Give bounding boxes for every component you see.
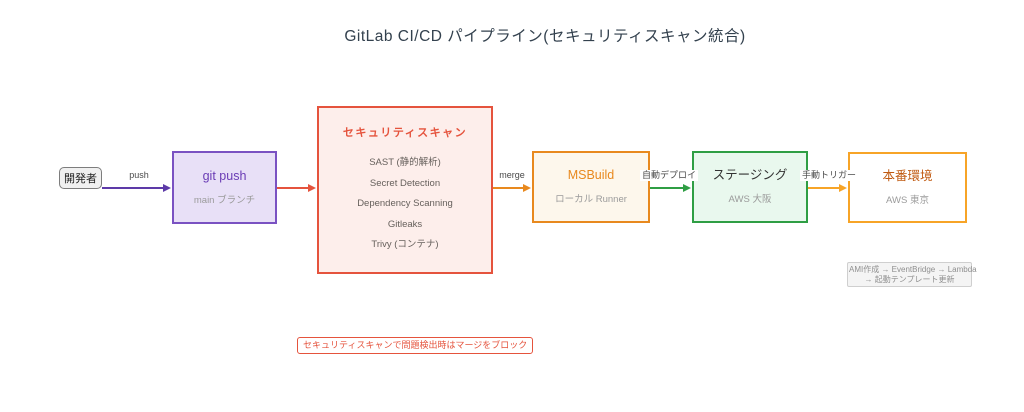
arrow-manual-trigger: [808, 184, 847, 192]
node-msbuild: MSBuild ローカル Runner: [532, 151, 650, 223]
arrow-auto-deploy: [650, 184, 691, 192]
edge-label-push: push: [127, 170, 151, 181]
security-scan-item: Gitleaks: [387, 218, 423, 230]
node-git-push: git push main ブランチ: [172, 151, 277, 224]
security-scan-items: SAST (静的解析) Secret Detection Dependency …: [357, 153, 453, 256]
note-merge-block: セキュリティスキャンで問題検出時はマージをブロック: [297, 337, 534, 354]
production-label: 本番環境: [882, 168, 933, 183]
diagram-title: GitLab CI/CD パイプライン(セキュリティスキャン統合): [344, 28, 746, 45]
edge-label-merge: merge: [497, 170, 527, 181]
node-developer: 開発者: [59, 167, 102, 189]
node-production: 本番環境 AWS 東京: [848, 152, 967, 223]
arrow-to-security-scan: [277, 184, 316, 192]
git-push-label: git push: [202, 168, 247, 183]
note-ami-line: AMI作成 → EventBridge → Lambda: [849, 265, 977, 274]
note-ami-flow: AMI作成 → EventBridge → Lambda → 起動テンプレート更…: [847, 262, 977, 287]
git-push-sublabel: main ブランチ: [193, 194, 256, 206]
security-scan-title: セキュリティスキャン: [342, 127, 468, 139]
developer-label: 開発者: [64, 173, 97, 185]
arrow-push: [102, 184, 171, 192]
msbuild-label: MSBuild: [567, 168, 615, 182]
arrow-merge: [493, 184, 531, 192]
edge-label-auto-deploy: 自動デプロイ: [639, 170, 699, 181]
note-ami-line: → 起動テンプレート更新: [864, 274, 955, 284]
staging-label: ステージング: [712, 168, 788, 182]
edge-label-manual-trigger: 手動トリガー: [799, 170, 859, 181]
security-scan-item: SAST (静的解析): [369, 157, 441, 168]
staging-sublabel: AWS 大阪: [728, 194, 772, 205]
production-sublabel: AWS 東京: [886, 194, 929, 206]
node-staging: ステージング AWS 大阪: [692, 151, 808, 223]
security-scan-item: Dependency Scanning: [357, 198, 453, 209]
security-scan-item: Trivy (コンテナ): [371, 239, 439, 250]
msbuild-sublabel: ローカル Runner: [555, 194, 627, 205]
node-security-scan: セキュリティスキャン SAST (静的解析) Secret Detection …: [317, 106, 493, 274]
security-scan-item: Secret Detection: [369, 177, 441, 189]
